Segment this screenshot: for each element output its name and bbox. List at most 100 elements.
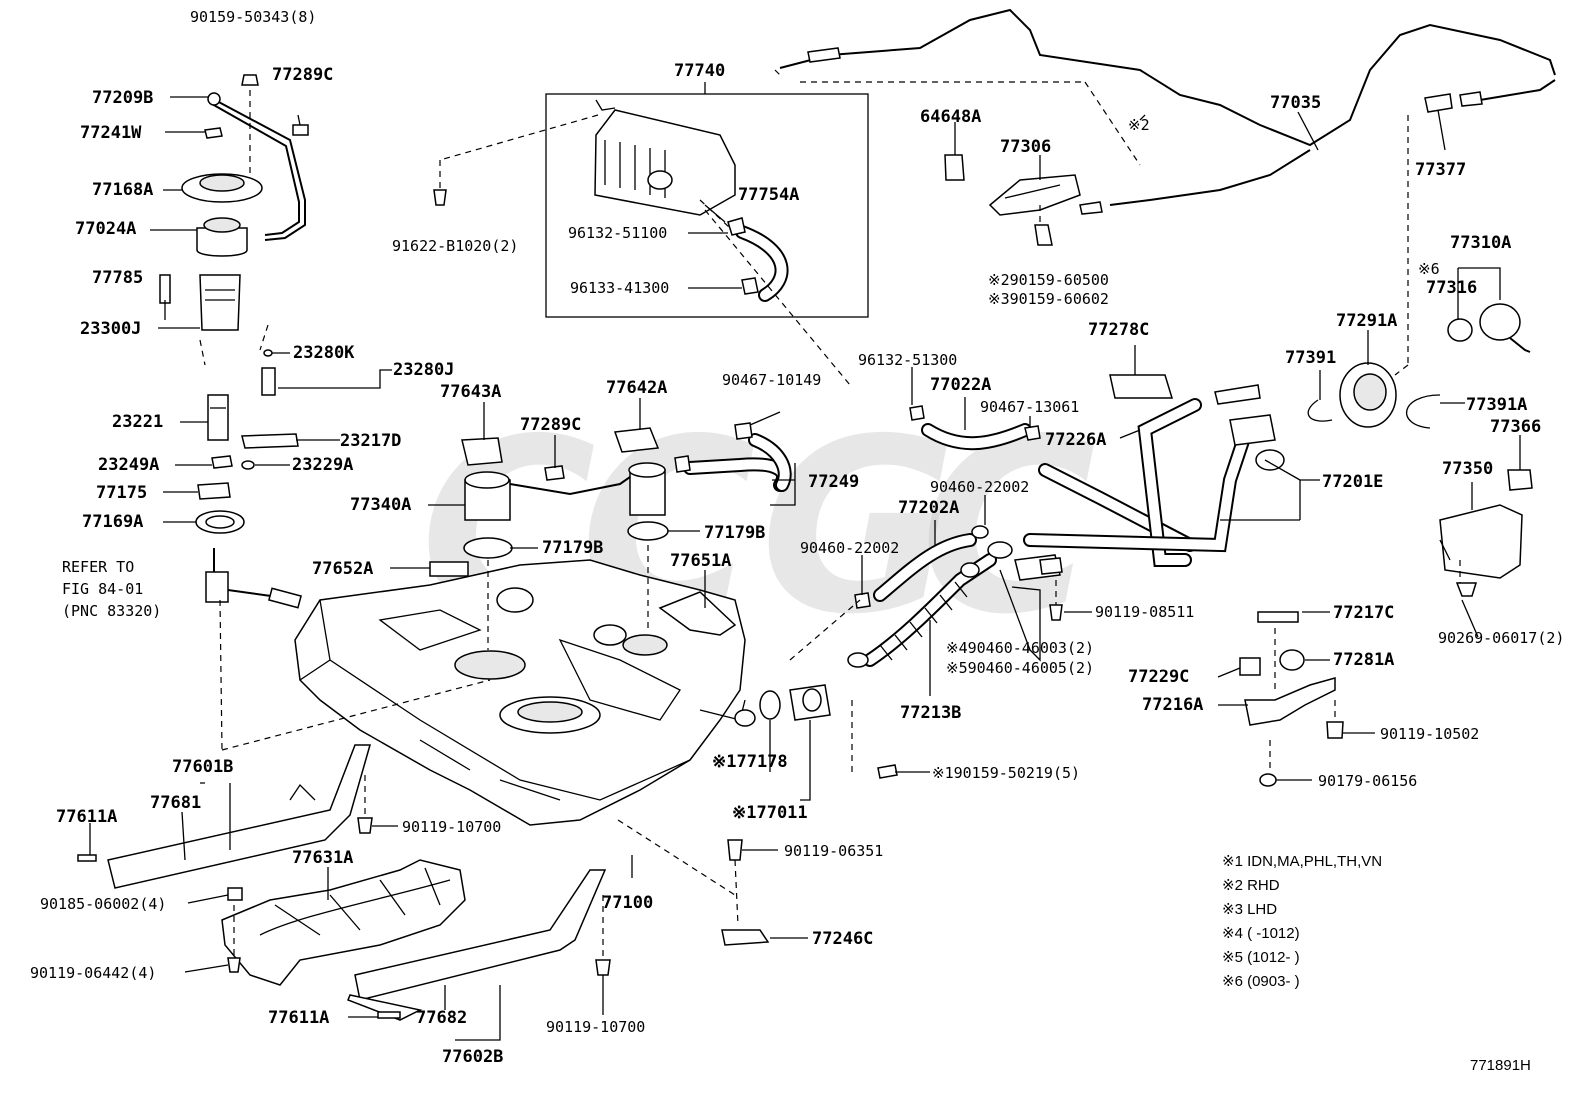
label-77391a: 77391A	[1466, 395, 1527, 415]
protector-77631a	[221, 859, 466, 986]
label-77229c: 77229C	[1128, 667, 1189, 687]
label-77213b: 77213B	[900, 703, 961, 723]
note-1: ※1 IDN,MA,PHL,TH,VN	[1222, 853, 1382, 870]
note-4: ※4 ( -1012)	[1222, 925, 1300, 942]
label-77350: 77350	[1442, 459, 1493, 479]
fasteners	[227, 580, 1063, 976]
label-77289c-top: 77289C	[272, 65, 333, 85]
label-77652a: 77652A	[312, 559, 373, 579]
label-96133-41300: 96133-41300	[570, 279, 669, 297]
label-77241w: 77241W	[80, 123, 142, 143]
pump-assembly	[159, 74, 491, 751]
figure-code: 771891H	[1470, 1057, 1531, 1074]
label-23229a: 23229A	[292, 455, 353, 475]
sender-parts	[429, 427, 737, 650]
label-77011: ※177011	[732, 803, 808, 823]
label-96132-51300: 96132-51300	[858, 351, 957, 369]
label-23217d: 23217D	[340, 431, 401, 451]
label-90159-50343: 90159-50343(8)	[190, 8, 316, 26]
opener-cable	[774, 8, 1556, 376]
label-90460-22002-b: 90460-22002	[800, 539, 899, 557]
svg-text:C: C	[920, 387, 1096, 667]
fuel-tank	[294, 559, 756, 826]
label-77682: 77682	[416, 1008, 467, 1028]
label-77035: 77035	[1270, 93, 1321, 113]
label-90460-22002-a: 90460-22002	[930, 478, 1029, 496]
label-77217c: 77217C	[1333, 603, 1394, 623]
label-77681: 77681	[150, 793, 201, 813]
label-note6-mark: ※6	[1418, 260, 1440, 278]
label-90119-06351: 90119-06351	[784, 842, 883, 860]
label-77216a: 77216A	[1142, 695, 1203, 715]
label-23221: 23221	[112, 412, 163, 432]
notes-legend: ※1 IDN,MA,PHL,TH,VN ※2 RHD ※3 LHD ※4 ( -…	[1222, 853, 1382, 990]
bracket-77278c	[1109, 374, 1174, 399]
label-90119-08511: 90119-08511	[1095, 603, 1194, 621]
label-77169a: 77169A	[82, 512, 143, 532]
label-90467-10149: 90467-10149	[722, 371, 821, 389]
canister-leader	[439, 114, 599, 161]
label-77642a: 77642A	[606, 378, 667, 398]
label-90119-10700-bottom: 90119-10700	[546, 1018, 645, 1036]
bolt-91622	[433, 189, 447, 206]
label-90119-10700-top: 90119-10700	[402, 818, 501, 836]
label-77316: 77316	[1426, 278, 1477, 298]
filler-flange	[759, 599, 898, 779]
label-77754a: 77754A	[738, 185, 799, 205]
label-77310a: 77310A	[1450, 233, 1511, 253]
label-90269-06017: 90269-06017(2)	[1438, 629, 1564, 647]
label-77024a: 77024A	[75, 219, 136, 239]
label-77202a: 77202A	[898, 498, 959, 518]
label-77377: 77377	[1415, 160, 1466, 180]
band-77601b	[77, 744, 371, 889]
note-3: ※3 LHD	[1222, 901, 1277, 918]
label-77246c: 77246C	[812, 929, 873, 949]
hose-77202a	[854, 525, 989, 609]
label-23280k: 23280K	[293, 343, 355, 363]
label-90460-46005: ※590460-46005(2)	[946, 659, 1094, 677]
label-77201e: 77201E	[1322, 472, 1383, 492]
label-77179b-right: 77179B	[704, 523, 765, 543]
label-91622-b1020: 91622-B1020(2)	[392, 237, 518, 255]
label-77281a: 77281A	[1333, 650, 1394, 670]
label-90159-50219: ※190159-50219(5)	[932, 764, 1080, 782]
label-77306: 77306	[1000, 137, 1051, 157]
label-90467-13061: 90467-13061	[980, 398, 1079, 416]
label-77785: 77785	[92, 268, 143, 288]
label-77631a: 77631A	[292, 848, 353, 868]
band-77602b	[347, 869, 607, 1021]
label-77289c-mid: 77289C	[520, 415, 581, 435]
label-77179b-left: 77179B	[542, 538, 603, 558]
breather-hose	[909, 405, 1041, 451]
label-90159-60602: ※390159-60602	[988, 290, 1109, 308]
label-refer-to: REFER TO	[62, 558, 134, 576]
label-77175: 77175	[96, 483, 147, 503]
label-77651a: 77651A	[670, 551, 731, 571]
label-77391: 77391	[1285, 348, 1336, 368]
label-refer-pnc: (PNC 83320)	[62, 602, 161, 620]
hose-77213b	[847, 541, 1063, 668]
bracket-group	[1239, 611, 1344, 787]
note-5: ※5 (1012- )	[1222, 949, 1300, 966]
label-23249a: 23249A	[98, 455, 159, 475]
label-77611a-top: 77611A	[56, 807, 117, 827]
label-77226a: 77226A	[1045, 430, 1106, 450]
label-23280j: 23280J	[393, 360, 454, 380]
label-90159-60500: ※290159-60500	[988, 271, 1109, 289]
label-77178: ※177178	[712, 752, 788, 772]
filler-cap-group	[1307, 303, 1533, 597]
label-90119-10502: 90119-10502	[1380, 725, 1479, 743]
label-77366: 77366	[1490, 417, 1541, 437]
label-77602b: 77602B	[442, 1047, 503, 1067]
filler-pipe	[1014, 384, 1300, 581]
label-77168a: 77168A	[92, 180, 153, 200]
label-77022a: 77022A	[930, 375, 991, 395]
label-77643a: 77643A	[440, 382, 501, 402]
label-90179-06156: 90179-06156	[1318, 772, 1417, 790]
part-labels: 90159-50343(8) 77289C 77209B 77241W 7716…	[30, 8, 1564, 1067]
note-2: ※2 RHD	[1222, 877, 1280, 894]
label-90185-06002: 90185-06002(4)	[40, 895, 166, 913]
leader-lines	[89, 82, 1521, 1041]
